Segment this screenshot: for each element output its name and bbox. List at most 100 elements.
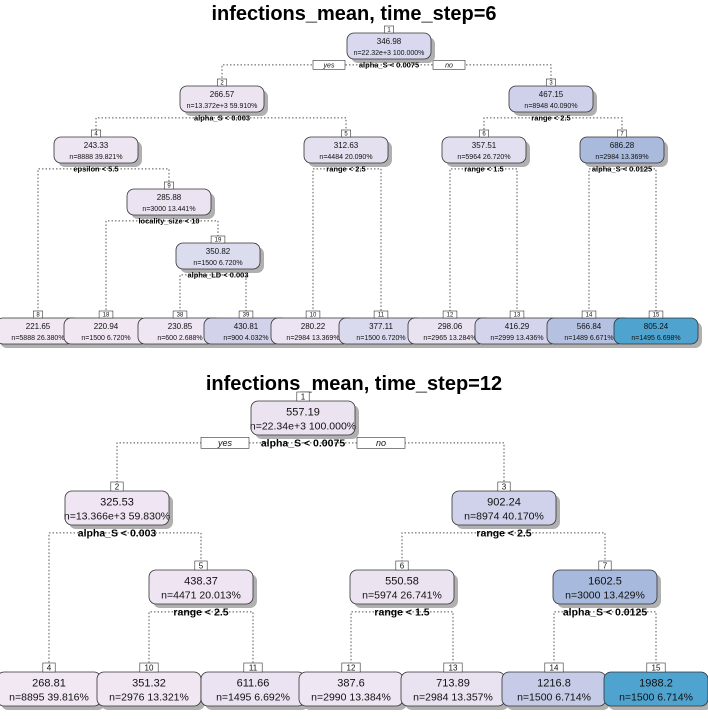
node-id: 11 [378,313,385,319]
node-id: 9 [167,184,171,190]
tree-edge [605,611,657,663]
node-value: 312.63 [334,141,359,150]
node-stats: n=5964 26.720% [457,154,510,161]
tree-edge [95,117,222,130]
node-id-box [42,662,56,673]
node-id-box [497,481,511,492]
node-value: 902.24 [487,496,521,508]
node-value: 285.88 [157,193,182,202]
node-split-rule: range < 2.5 [476,528,531,540]
node-id: 11 [249,664,258,673]
node-id-box [91,129,101,138]
node-value: 280.22 [301,322,326,331]
node-id-box [210,235,226,244]
tree-edge [483,117,551,130]
node-id: 5 [199,562,204,571]
node-stats: n=22.34e+3 100.000% [250,421,356,433]
tree-edge [96,168,170,182]
tree-edge [312,168,346,311]
node-value: 298.06 [438,322,463,331]
node-id-box [296,391,310,402]
node-value: 220.94 [94,322,119,331]
node-stats: n=22.32e+3 100.000% [354,50,425,57]
node-split-rule: alpha_S < 0.003 [194,114,250,123]
node-stats: n=1495 6.698% [631,335,680,342]
node-value: 268.81 [32,677,66,689]
node-split-rule: range < 2.5 [531,114,570,123]
tree-edge [449,168,484,311]
node-id: 1 [387,28,391,34]
node-value: 438.37 [184,575,218,587]
tree-edges [37,64,657,311]
node-stats: n=3000 13.429% [565,590,645,602]
node-id-box [544,662,564,673]
node-id-box [238,310,254,319]
tree-edge [37,168,96,311]
node-id-box [443,662,463,673]
node-split-rule: range < 1.5 [374,607,429,619]
node-value: 1216.8 [537,677,571,689]
node-id-box [546,78,556,87]
node-value: 566.84 [577,322,602,331]
tree-edge [48,532,117,663]
tree-edge [221,64,389,79]
node-stats: n=1500 6.714% [619,692,693,704]
tree-edge [117,532,202,561]
node-stats: n=1500 6.720% [81,335,130,342]
node-stats: n=2976 13.321% [109,692,189,704]
node-stats: n=600 2.688% [157,335,202,342]
node-stats: n=4484 20.090% [319,154,372,161]
node-id: 4 [47,664,52,673]
node-value: 357.51 [472,141,497,150]
node-id: 2 [115,483,120,492]
node-stats: n=2990 13.384% [311,692,391,704]
node-stats: n=2984 13.369% [595,154,648,161]
node-stats: n=8888 39.821% [69,154,122,161]
node-stats: n=13.366e+3 59.830% [64,511,170,523]
node-id: 3 [502,483,507,492]
node-id-box [305,310,321,319]
node-id: 6 [482,132,486,138]
node-value: 351.32 [132,677,166,689]
tree-edge [105,220,169,311]
node-id-box [479,129,489,138]
svg-text:yes: yes [323,62,335,69]
node-split-rule: alpha_S < 0.0125 [592,165,652,174]
node-stats: n=2984 13.369% [286,335,339,342]
node-stats: n=13.372e+3 59.910% [187,103,258,110]
node-stats: n=8895 39.816% [9,692,89,704]
node-value: 557.19 [286,406,320,418]
node-id: 4 [94,132,98,138]
node-stats: n=8948 40.090% [524,103,577,110]
node-split-rule: epsilon < 5.5 [73,165,118,174]
node-stats: n=2965 13.284% [423,335,476,342]
node-id-box [617,129,627,138]
node-id-box [384,25,394,34]
node-id-box [139,662,159,673]
node-split-rule: alpha_S < 0.0075 [359,61,419,70]
node-value: 266.57 [210,90,235,99]
node-id-box [581,310,597,319]
node-value: 325.53 [100,496,134,508]
tree-edge [401,532,504,561]
svg-text:yes: yes [217,438,233,448]
node-id: 13 [449,664,458,673]
tree-edge [116,442,303,482]
tree-edge [588,168,622,311]
node-value: 346.98 [377,37,402,46]
node-stats: n=3000 13.441% [142,206,195,213]
node-stats: n=8974 40.170% [464,511,544,523]
node-stats: n=1500 6.720% [356,335,405,342]
